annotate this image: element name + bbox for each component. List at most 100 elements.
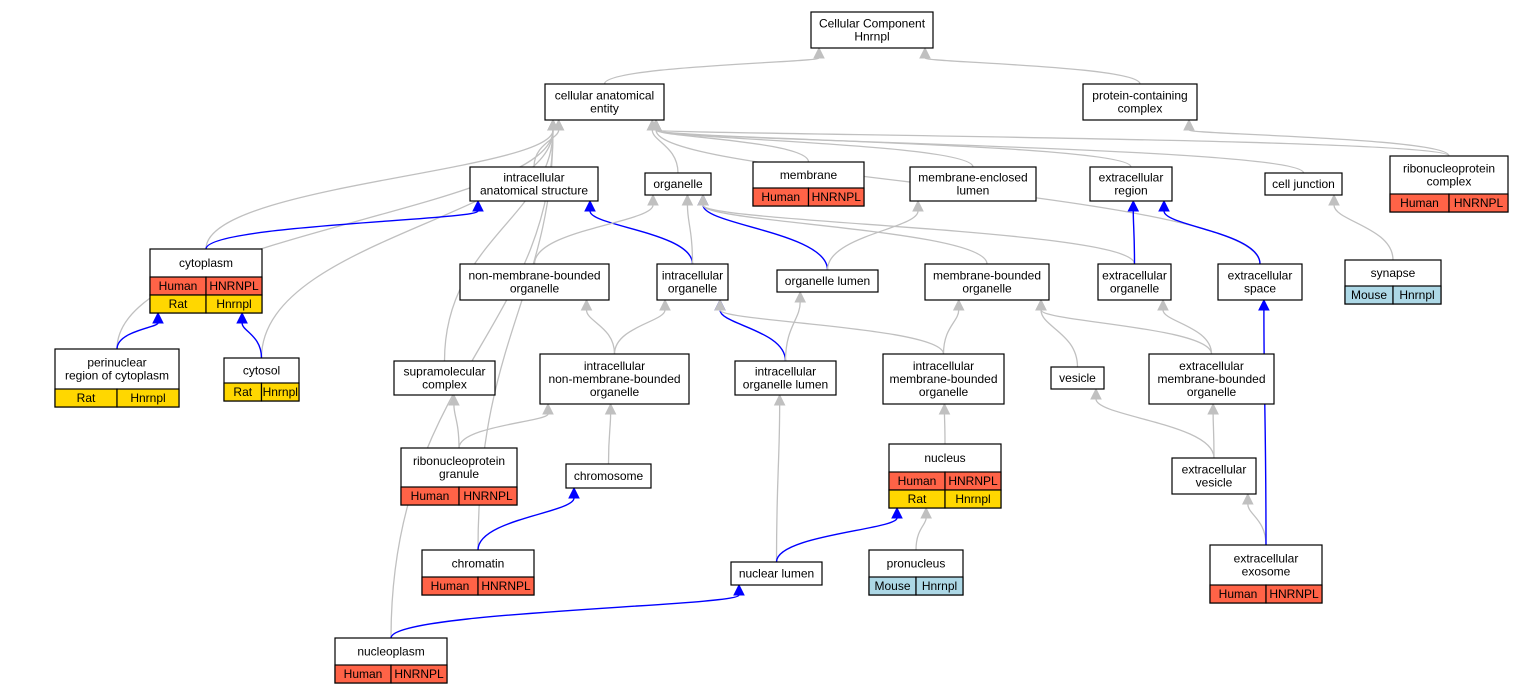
term-label: non-membrane-bounded <box>548 372 680 386</box>
term-box <box>1171 457 1257 495</box>
term-label: membrane-bounded <box>889 372 997 386</box>
term-label: lumen <box>957 184 990 198</box>
edge-arrowhead <box>714 298 726 311</box>
edge-icnmbo-to-nmbo <box>585 309 616 355</box>
edge-exmbo-to-mbo <box>1040 309 1213 355</box>
annotation-label: Hnrnpl <box>922 579 957 593</box>
edge-cytosol-to-cae <box>260 129 554 359</box>
annotation-cell-mouse <box>1392 285 1442 305</box>
edge-arrowhead <box>647 193 659 206</box>
edge-orglumen-to-mel <box>826 210 919 271</box>
edge-arrowhead <box>1328 193 1340 206</box>
edge-arrowhead <box>1127 199 1140 212</box>
term-node-organelle[interactable]: organelle <box>644 172 712 196</box>
edge-cytosol-to-cytoplasm <box>241 322 263 359</box>
edge-arrowhead <box>448 393 460 406</box>
term-node-icnmbo[interactable]: intracellularnon-membrane-boundedorganel… <box>539 353 690 405</box>
edge-arrowhead <box>813 46 825 59</box>
term-label: exosome <box>1242 565 1291 579</box>
term-box <box>810 11 934 49</box>
term-node-celljunction[interactable]: cell junction <box>1264 172 1343 196</box>
term-node-vesicle[interactable]: vesicle <box>1050 366 1105 390</box>
term-label: entity <box>590 102 619 116</box>
annotation-label: Human <box>1219 587 1258 601</box>
annotation-cell-rat <box>260 382 300 402</box>
edge-pcc-to-root <box>924 57 1141 85</box>
edge-arrowhead <box>1157 298 1169 311</box>
term-label: intracellular <box>584 359 645 373</box>
edge-arrowhead <box>938 402 951 415</box>
edge-rnpgranule-to-supramol <box>453 404 460 449</box>
annotation-label: Human <box>898 474 937 488</box>
annotation-cell-human <box>458 486 518 506</box>
annotation-label: Rat <box>908 492 927 506</box>
term-label: Hnrnpl <box>854 30 889 44</box>
term-label: extracellular <box>1234 552 1299 566</box>
edge-pronucleus-to-nucleus <box>915 517 927 551</box>
annotation-label: Rat <box>169 297 188 311</box>
edge-cytoplasm-to-ias <box>205 210 479 250</box>
edge-arrowhead <box>681 193 694 206</box>
term-label: organelle <box>1110 282 1160 296</box>
edge-perinuc-to-cae <box>116 129 554 350</box>
edge-arrowhead <box>1258 298 1270 311</box>
edge-chromatin-to-chromosome <box>477 497 575 551</box>
term-node-chromosome[interactable]: chromosome <box>565 463 652 489</box>
edge-arrowhead <box>1035 298 1047 311</box>
edge-exmbo-to-exorg <box>1162 309 1213 355</box>
term-label: extracellular <box>1182 463 1247 477</box>
term-label: granule <box>439 467 479 481</box>
term-label: organelle lumen <box>785 274 870 288</box>
term-label: nuclear lumen <box>739 567 814 581</box>
edge-arrowhead <box>891 506 903 519</box>
term-label: organelle <box>1187 385 1237 399</box>
term-box <box>539 353 690 405</box>
annotation-label: HNRNPL <box>1269 587 1319 601</box>
edge-arrowhead <box>236 311 248 324</box>
term-label: membrane-enclosed <box>918 171 1027 185</box>
edge-perinuc-to-cytoplasm <box>116 322 159 350</box>
annotation-label: HNRNPL <box>209 279 259 293</box>
edge-exvesicle-to-exmbo <box>1212 413 1215 459</box>
term-node-orglumen[interactable]: organelle lumen <box>776 269 879 293</box>
annotation-label: Human <box>411 489 450 503</box>
term-label: organelle <box>919 385 969 399</box>
term-label: non-membrane-bounded <box>468 269 600 283</box>
edge-arrowhead <box>472 199 484 212</box>
term-node-nuclumen[interactable]: nuclear lumen <box>730 561 823 586</box>
term-label: perinuclear <box>87 356 146 370</box>
edge-arrowhead <box>1158 199 1170 212</box>
edge-arrowhead <box>1241 492 1254 505</box>
edge-arrowhead <box>1183 118 1195 131</box>
edge-icnmbo-to-ico <box>613 309 666 355</box>
